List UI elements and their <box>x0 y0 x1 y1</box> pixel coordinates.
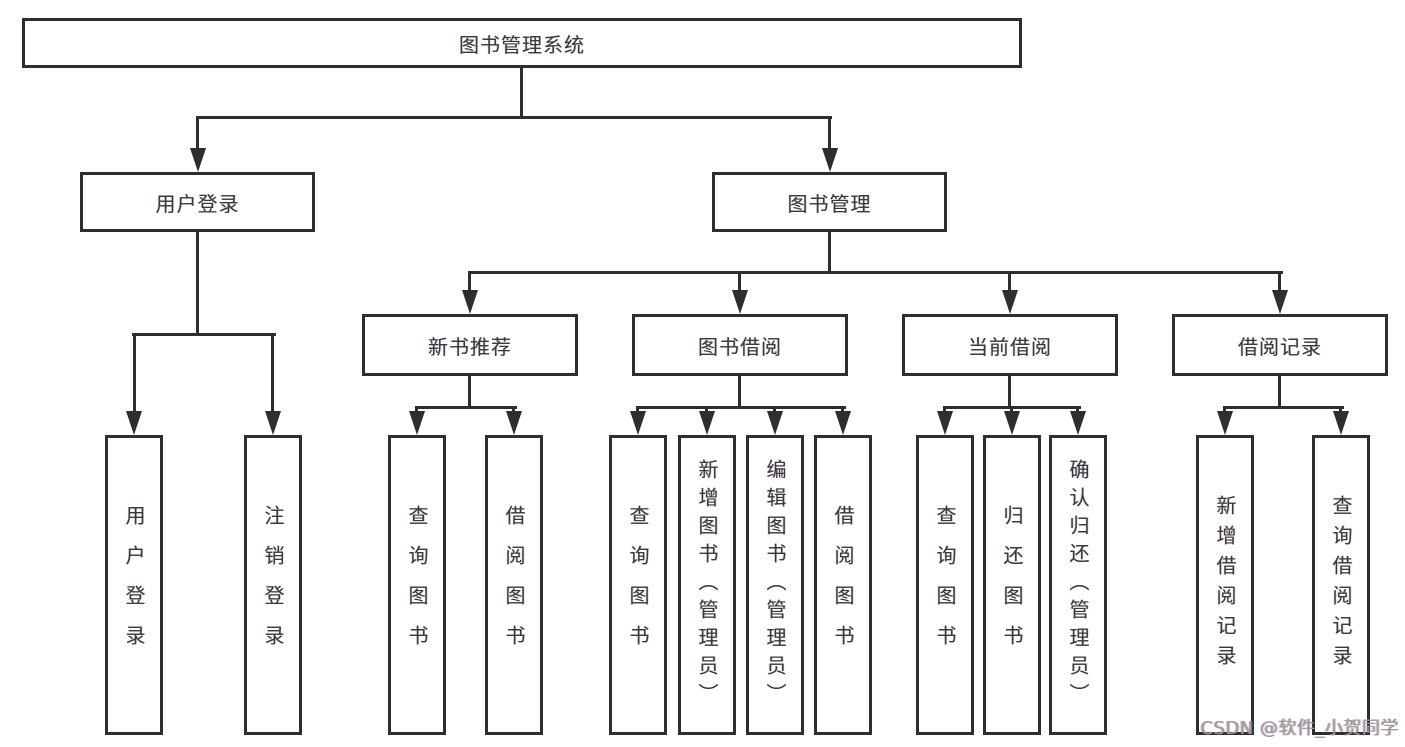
arrowhead-down-icon <box>1217 411 1233 435</box>
leaf-label: 新增借阅记录 <box>1213 495 1237 675</box>
leaf-user-login: 用户登录 <box>105 435 163 735</box>
connector-user-login-horizontal <box>132 333 276 336</box>
node-borrowing-records: 借阅记录 <box>1172 314 1388 376</box>
arrowhead-down-icon <box>835 411 851 435</box>
leaf-add-borrow-record: 新增借阅记录 <box>1196 435 1254 735</box>
node-new-book-recommendation: 新书推荐 <box>362 314 578 376</box>
leaf-label: 查询图书 <box>405 505 429 665</box>
node-book-management: 图书管理 <box>712 172 947 232</box>
arrowhead-down-icon <box>1070 411 1086 435</box>
connector-drop-leaf-user-login <box>133 333 136 413</box>
connector-drop <box>636 406 639 415</box>
node-label: 借阅记录 <box>1238 334 1322 359</box>
arrowhead-down-icon <box>699 411 715 435</box>
connector-horizontal <box>636 406 846 409</box>
connector-drop <box>705 406 708 415</box>
connector-drop <box>1223 406 1226 415</box>
arrowhead-down-icon <box>462 290 478 314</box>
connector-drop <box>1076 406 1079 415</box>
connector-root-horizontal <box>196 116 832 119</box>
arrowhead-down-icon <box>1004 411 1020 435</box>
connector-drop-borrowing-records <box>1278 271 1281 291</box>
connector-stem <box>1008 376 1011 408</box>
leaf-add-books-admin: 新增图书（管理员） <box>678 435 736 735</box>
leaf-logout: 注销登录 <box>244 435 302 735</box>
leaf-label: 确认归还（管理员） <box>1066 459 1090 711</box>
connector-stem <box>1278 376 1281 408</box>
connector-drop-current-borrowing <box>1008 271 1011 291</box>
leaf-label: 编辑图书（管理员） <box>763 459 787 711</box>
connector-user-login-stem <box>196 232 199 335</box>
node-current-borrowing: 当前借阅 <box>902 314 1118 376</box>
arrowhead-down-icon <box>1333 411 1349 435</box>
leaf-query-books-borrowing: 查询图书 <box>609 435 667 735</box>
csdn-watermark: CSDN @软件_小贺同学 <box>1200 718 1399 739</box>
connector-drop-book-management <box>828 116 831 150</box>
connector-drop <box>1339 406 1342 415</box>
leaf-label: 注销登录 <box>261 505 285 665</box>
leaf-label: 借阅图书 <box>831 505 855 665</box>
leaf-label: 借阅图书 <box>502 505 526 665</box>
connector-drop <box>841 406 844 415</box>
connector-stem <box>738 376 741 408</box>
leaf-label: 归还图书 <box>1000 505 1024 665</box>
leaf-query-borrow-record: 查询借阅记录 <box>1312 435 1370 735</box>
node-label: 图书借阅 <box>698 334 782 359</box>
node-label: 图书管理系统 <box>459 32 585 57</box>
connector-drop-book-borrowing <box>738 271 741 291</box>
connector-drop <box>415 406 418 415</box>
node-library-management-system: 图书管理系统 <box>22 18 1022 68</box>
node-user-login: 用户登录 <box>80 172 315 232</box>
leaf-confirm-return-admin: 确认归还（管理员） <box>1049 435 1107 735</box>
arrowhead-down-icon <box>506 411 522 435</box>
node-label: 图书管理 <box>787 191 872 216</box>
node-label: 新书推荐 <box>428 334 512 359</box>
connector-root-stem <box>520 66 523 118</box>
leaf-query-books-current: 查询图书 <box>916 435 974 735</box>
node-label: 用户登录 <box>155 191 240 216</box>
arrowhead-down-icon <box>937 411 953 435</box>
arrowhead-down-icon <box>767 411 783 435</box>
connector-drop <box>773 406 776 415</box>
connector-stem <box>468 376 471 408</box>
leaf-label: 查询借阅记录 <box>1329 495 1353 675</box>
leaf-return-books: 归还图书 <box>983 435 1041 735</box>
connector-book-management-horizontal <box>468 271 1283 274</box>
leaf-query-books-recommendation: 查询图书 <box>388 435 446 735</box>
leaf-borrow-books: 借阅图书 <box>814 435 872 735</box>
connector-drop-leaf-logout <box>271 333 274 413</box>
node-book-borrowing: 图书借阅 <box>632 314 848 376</box>
connector-drop <box>512 406 515 415</box>
connector-book-management-stem <box>828 232 831 273</box>
leaf-label: 新增图书（管理员） <box>695 459 719 711</box>
leaf-borrow-books-recommendation: 借阅图书 <box>485 435 543 735</box>
arrowhead-down-icon <box>190 148 206 172</box>
arrowhead-down-icon <box>630 411 646 435</box>
arrowhead-down-icon <box>126 411 142 435</box>
connector-drop <box>1010 406 1013 415</box>
node-label: 当前借阅 <box>968 334 1052 359</box>
leaf-label: 查询图书 <box>933 505 957 665</box>
leaf-label: 查询图书 <box>626 505 650 665</box>
arrowhead-down-icon <box>1002 290 1018 314</box>
connector-drop-new-book-recommendation <box>468 271 471 291</box>
arrowhead-down-icon <box>1272 290 1288 314</box>
arrowhead-down-icon <box>409 411 425 435</box>
connector-drop <box>943 406 946 415</box>
connector-horizontal <box>415 406 517 409</box>
leaf-label: 用户登录 <box>122 505 146 665</box>
arrowhead-down-icon <box>732 290 748 314</box>
connector-horizontal <box>1223 406 1344 409</box>
leaf-edit-books-admin: 编辑图书（管理员） <box>746 435 804 735</box>
connector-drop-user-login <box>196 116 199 150</box>
arrowhead-down-icon <box>265 411 281 435</box>
arrowhead-down-icon <box>822 148 838 172</box>
